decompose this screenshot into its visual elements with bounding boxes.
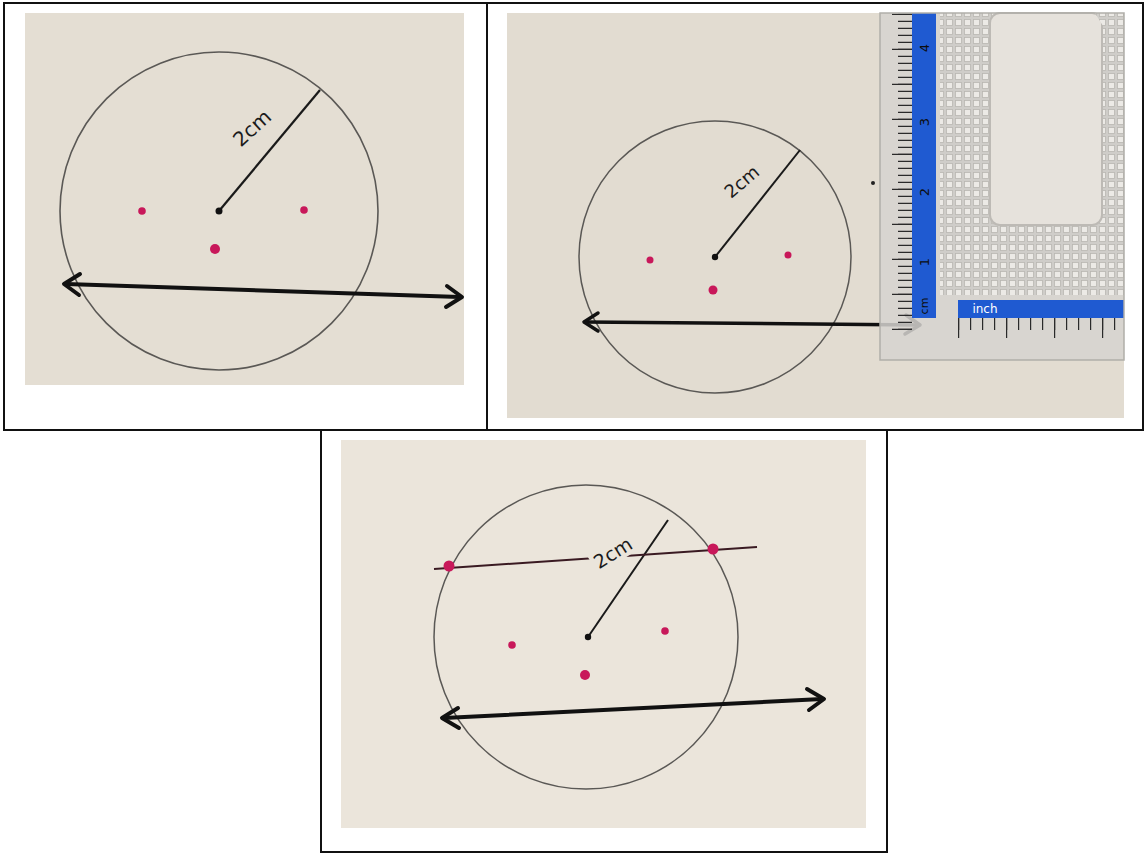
arrowhead [446, 286, 462, 307]
intersection-dot [708, 544, 719, 555]
intersection-dot [444, 561, 455, 572]
pencil-dot [871, 181, 875, 185]
marker-dot [647, 257, 654, 264]
marker-dot [210, 244, 220, 254]
drawn-circle [434, 485, 738, 789]
drawn-circle [60, 52, 378, 370]
double-arrow-line [444, 699, 822, 718]
dimension-label: 2cm [587, 532, 638, 575]
arrowhead [64, 274, 80, 295]
dimension-label: 2cm [226, 103, 277, 152]
radius-line [588, 520, 668, 637]
radius-line [219, 90, 320, 211]
panel-frame [4, 3, 487, 430]
marker-dot [138, 207, 146, 215]
arrowhead [807, 689, 824, 710]
ruler-unit: cm [918, 295, 931, 318]
dimension-label: 2cm [718, 160, 765, 204]
panel-frame [321, 430, 887, 852]
ruler-number: 4 [917, 41, 932, 55]
marker-dot [300, 206, 308, 214]
center-point [585, 634, 591, 640]
ruler-number: 2 [917, 185, 932, 199]
ruler-number: 3 [917, 115, 932, 129]
ruler-number: 1 [917, 255, 932, 269]
radius-line [715, 150, 800, 257]
panel-frame [487, 3, 1143, 430]
marker-dot [785, 252, 792, 259]
center-point [712, 254, 718, 260]
drawn-circle [579, 121, 851, 393]
ruler-set-square [880, 13, 1124, 360]
paper-photo [25, 13, 464, 385]
marker-dot [709, 286, 718, 295]
marker-dot [661, 627, 669, 635]
arrowhead [584, 313, 598, 331]
paper-photo [507, 13, 1124, 418]
double-arrow-line [585, 322, 918, 325]
center-point [216, 208, 223, 215]
marker-dot [580, 670, 590, 680]
arrowhead [442, 708, 459, 728]
marker-dot [508, 641, 516, 649]
ruler-unit: inch [969, 302, 1000, 316]
double-arrow-line [66, 284, 460, 297]
paper-photo [341, 440, 866, 828]
